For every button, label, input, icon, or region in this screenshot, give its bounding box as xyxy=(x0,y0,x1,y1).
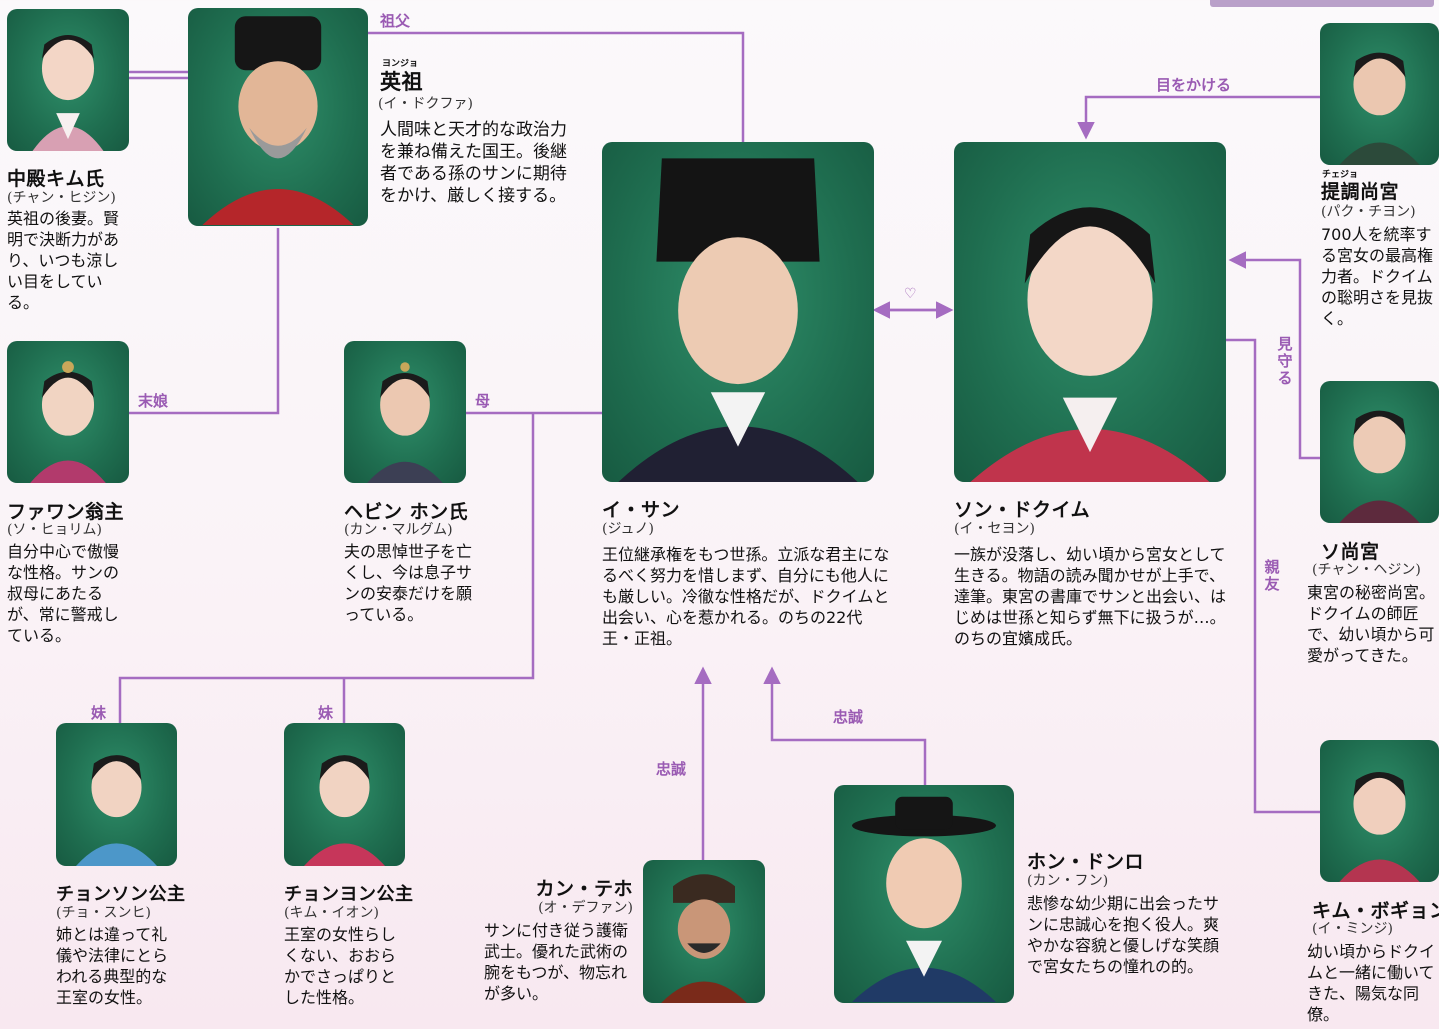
watches-over-arrow xyxy=(1228,251,1320,460)
portrait-kang xyxy=(643,860,765,1003)
actor-cheongyeon: (キム・イオン) xyxy=(284,905,379,921)
actor-dokim: (イ・セヨン) xyxy=(954,521,1035,537)
desc-bogyeong: 幼い頃からドクイムと一緒に働いてきた、陽気な同僚。 xyxy=(1307,942,1436,1024)
corner-badge xyxy=(1210,0,1434,7)
relation-label-mother: 母 xyxy=(475,392,491,410)
relation-label-sister2: 妹 xyxy=(318,704,334,722)
actor-cheongseon: (チョ・スンヒ) xyxy=(56,905,151,921)
actor-kim: (チャン・ヒジン) xyxy=(7,190,116,206)
actor-hyebin: (カン・マルグム) xyxy=(344,522,453,538)
desc-cheongseon: 姉とは違って礼儀や法律にとらわれる典型的な王室の女性。 xyxy=(56,925,169,1007)
name-dokim: ソン・ドクイム xyxy=(954,499,1091,521)
ruby-jejo: チェジョ xyxy=(1322,170,1359,180)
name-san: イ・サン xyxy=(602,499,681,521)
portrait-san xyxy=(602,142,874,482)
children-line xyxy=(118,413,535,723)
relation-label-watches-over: 見守る xyxy=(1277,335,1293,387)
relation-label-sister1: 妹 xyxy=(91,704,107,722)
ruby-yeongjo: ヨンジョ xyxy=(382,59,419,69)
portrait-hong xyxy=(834,785,1014,1003)
portrait-dokim xyxy=(954,142,1226,482)
relation-label-best-friend: 親友 xyxy=(1264,558,1280,593)
portrait-hwawan xyxy=(7,341,129,483)
actor-hong: (カン・フン) xyxy=(1027,873,1109,889)
relation-label-loyalty-kang: 忠誠 xyxy=(656,760,687,778)
desc-yeongjo: 人間味と天才的な政治力を兼ね備えた国王。後継者である孫のサンに期待をかけ、厳しく… xyxy=(380,120,567,206)
desc-hwawan: 自分中心で傲慢な性格。サンの叔母にあたるが、常に警戒している。 xyxy=(7,542,120,645)
name-kim: 中殿キム氏 xyxy=(7,168,105,190)
name-hyebin: ヘビン ホン氏 xyxy=(344,501,469,523)
desc-dokim: 一族が没落し、幼い頃から宮女として生きる。物語の読み聞かせが上手で、達筆。東宮の… xyxy=(954,545,1227,648)
name-cheongyeon: チョンヨン公主 xyxy=(284,884,414,905)
watched-arrow xyxy=(1077,95,1320,140)
name-hwawan: ファワン翁主 xyxy=(7,501,125,523)
relation-label-youngest-daughter: 末娘 xyxy=(138,392,169,410)
name-yeongjo: 英祖 xyxy=(380,70,423,94)
relation-label-loyalty-hong: 忠誠 xyxy=(833,708,864,726)
desc-jejo: 700人を統率する宮女の最高権力者。ドクイムの聡明さを見抜く。 xyxy=(1321,225,1434,328)
desc-san: 王位継承権をもつ世孫。立派な君主になるべく努力を惜しまず、自分にも他人にも厳しい… xyxy=(602,545,890,648)
name-cheongseon: チョンソン公主 xyxy=(56,884,186,905)
name-so: ソ尚宮 xyxy=(1321,541,1380,563)
portrait-cheongyeon xyxy=(284,723,405,866)
name-jejo: 提調尚宮 xyxy=(1321,181,1400,203)
relation-label-watched: 目をかける xyxy=(1156,76,1232,94)
portrait-cheongseon xyxy=(56,723,177,866)
name-kang: カン・テホ xyxy=(535,878,633,900)
grandfather-line xyxy=(368,31,745,142)
best-friend-line xyxy=(1225,338,1320,814)
portrait-so xyxy=(1320,381,1439,523)
actor-kang: (オ・デファン) xyxy=(538,900,633,916)
portrait-bogyeong xyxy=(1320,740,1439,882)
desc-cheongyeon: 王室の女性らしくない、おおらかでさっぱりとした性格。 xyxy=(284,925,397,1007)
actor-hwawan: (ソ・ヒョリム) xyxy=(7,522,102,538)
loyalty-arrow-hong xyxy=(763,666,927,785)
desc-hyebin: 夫の思悼世子を亡くし、今は息子サンの安泰だけを願っている。 xyxy=(344,542,473,624)
desc-hong: 悲惨な幼少期に出会ったサンに忠誠心を抱く役人。爽やかな容貌と優しげな笑顔で宮女た… xyxy=(1027,894,1220,976)
actor-bogyeong: (イ・ミンジ) xyxy=(1312,921,1393,937)
portrait-kim xyxy=(7,9,129,151)
desc-so: 東宮の秘密尚宮。ドクイムの師匠で、幼い頃から可愛がってきた。 xyxy=(1307,583,1436,665)
name-bogyeong: キム・ボギョン xyxy=(1312,900,1439,922)
desc-kim: 英祖の後妻。賢明で決断力があり、いつも涼しい目をしている。 xyxy=(7,209,120,312)
actor-so: (チャン・ヘジン) xyxy=(1312,562,1421,578)
actor-yeongjo: (イ・ドクファ) xyxy=(378,96,473,112)
actor-jejo: (パク・チヨン) xyxy=(1321,204,1416,220)
love-heart-icon: ♡ xyxy=(904,286,917,302)
portrait-yeongjo xyxy=(188,8,368,226)
desc-kang: サンに付き従う護衛武士。優れた武術の腕をもつが、物忘れが多い。 xyxy=(484,921,629,1003)
relation-label-grandfather: 祖父 xyxy=(380,12,411,30)
actor-san: (ジュノ) xyxy=(602,521,654,537)
name-hong: ホン・ドンロ xyxy=(1027,851,1145,873)
youngest-daughter-line xyxy=(129,228,280,415)
portrait-hyebin xyxy=(344,341,466,483)
portrait-jejo xyxy=(1320,23,1439,165)
